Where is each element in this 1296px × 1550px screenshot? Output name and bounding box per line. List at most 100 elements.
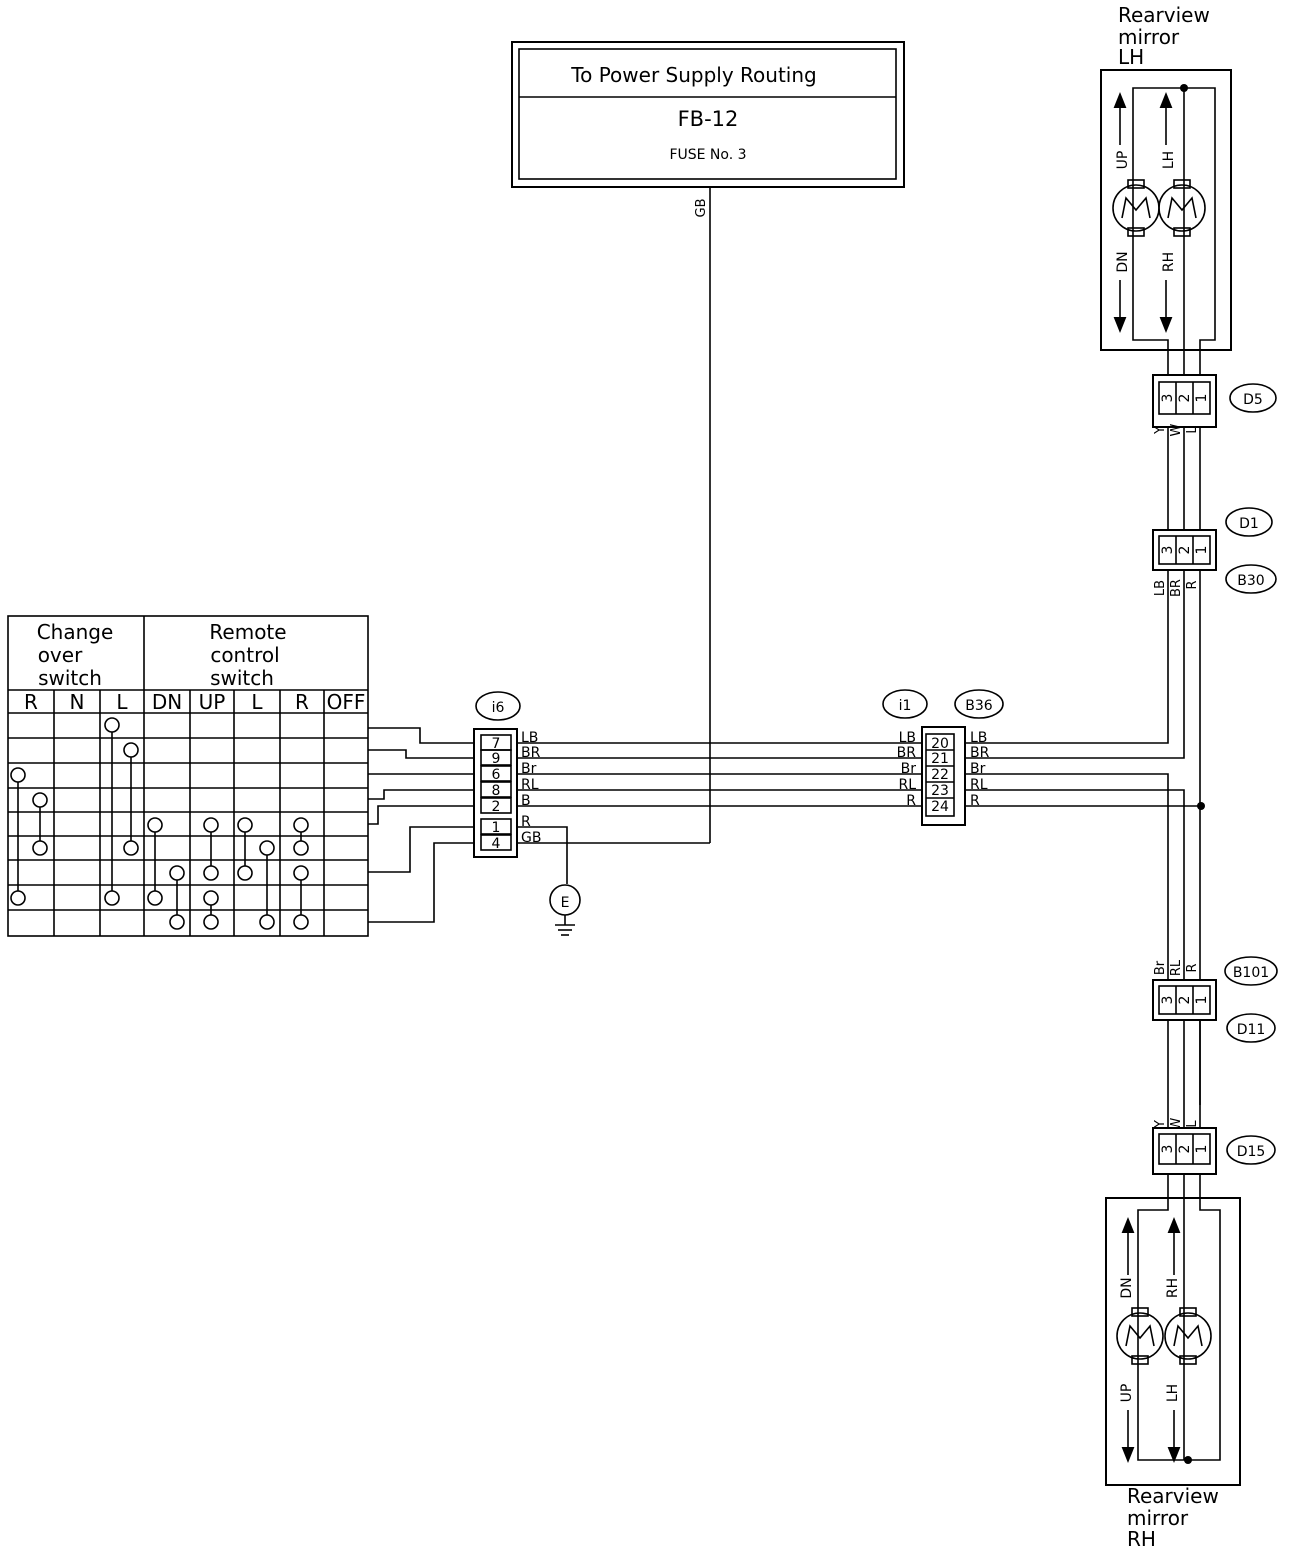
i6-wire-label: LB [521, 730, 538, 746]
svg-text:3: 3 [1160, 996, 1176, 1005]
ground-label: E [561, 895, 570, 911]
d15-label: D15 [1237, 1144, 1266, 1160]
dir-up-label: UP [1115, 151, 1131, 170]
svg-text:L: L [1185, 426, 1200, 434]
connector-d5: 3 2 1 D5 [1152, 374, 1277, 428]
switch-col-off: OFF [327, 690, 366, 714]
i6-label: i6 [492, 700, 505, 716]
svg-text:1: 1 [1194, 1145, 1210, 1154]
connector-d1: 3 2 1 D1 B30 [1152, 507, 1277, 594]
svg-text:R: R [1185, 580, 1200, 589]
mirror-lh-label-3: LH [1118, 45, 1144, 69]
svg-text:Br: Br [1153, 960, 1168, 975]
contact-icon [169, 865, 185, 881]
remote-label-2: control [210, 643, 279, 667]
i6-pin-1: 1 [492, 820, 501, 836]
contact-icon [169, 914, 185, 930]
changeover-label-2: over [38, 643, 83, 667]
i1-pin-22: 22 [931, 767, 949, 783]
svg-text:1: 1 [1194, 394, 1210, 403]
svg-text:Y: Y [1153, 426, 1168, 435]
contact-icon [10, 890, 26, 906]
contact-icon [147, 890, 163, 906]
switch-col-l: L [251, 690, 263, 714]
contact-icon [203, 817, 219, 833]
i1-pin-21: 21 [931, 751, 949, 767]
connector-b101-d11: 3 2 1 B101 D11 [1152, 956, 1278, 1043]
svg-text:3: 3 [1160, 1145, 1176, 1154]
d11-label: D11 [1237, 1022, 1266, 1038]
power-supply-box: To Power Supply Routing FB-12 FUSE No. 3 [511, 41, 905, 188]
power-supply-title: To Power Supply Routing [570, 63, 816, 87]
i1-label: i1 [899, 698, 912, 714]
switch-col-r: R [295, 690, 309, 714]
ground-symbol: E [517, 826, 581, 936]
i1-pin-23: 23 [931, 783, 949, 799]
svg-text:2: 2 [1177, 1145, 1193, 1154]
i1-wire-left-label: Br [901, 761, 917, 777]
dir-up-rh-label: UP [1119, 1384, 1135, 1403]
changeover-label-3: switch [38, 666, 102, 690]
contact-icon [293, 865, 309, 881]
dir-dn-rh-label: DN [1119, 1277, 1135, 1298]
connector-d15: 3 2 1 D15 [1152, 1127, 1276, 1175]
dir-rh-rh-label: RH [1165, 1278, 1181, 1298]
gb-power-wire: GB [517, 187, 711, 844]
main-harness-wires [368, 727, 922, 923]
d1-label: D1 [1239, 516, 1259, 532]
contact-icon [293, 840, 309, 856]
contact-icon [259, 914, 275, 930]
contact-icon [293, 914, 309, 930]
b30-label: B30 [1237, 573, 1264, 589]
i1-wire-left-label: LB [899, 730, 916, 746]
svg-text:2: 2 [1177, 546, 1193, 555]
i1-wire-left-label: RL [898, 777, 916, 793]
i6-pin-4: 4 [492, 836, 501, 852]
fuse-label: FUSE No. 3 [669, 147, 746, 163]
i1-wire-right-label: LB [970, 730, 987, 746]
i1-wire-right-label: RL [970, 777, 988, 793]
switch-table: Change over switch Remote control switch… [7, 615, 369, 937]
contact-icon [10, 767, 26, 783]
svg-text:2: 2 [1177, 996, 1193, 1005]
contact-icon [237, 817, 253, 833]
contact-icon [237, 865, 253, 881]
i6-wire-label: BR [521, 745, 541, 761]
i1-wire-right-label: R [970, 793, 980, 809]
contact-icon [147, 817, 163, 833]
i6-pin-9: 9 [492, 751, 501, 767]
contact-icon [203, 890, 219, 906]
i6-pin-2: 2 [492, 799, 501, 815]
i1-pin-24: 24 [931, 799, 949, 815]
contact-icon [32, 792, 48, 808]
i1-wire-right-label: Br [970, 761, 986, 777]
wires-b101: Br RL R [1153, 959, 1200, 976]
wires-b30: LB BR R [965, 570, 1205, 1105]
svg-text:L: L [1185, 1120, 1200, 1128]
wires-rh-mirror: Y W L [1153, 1020, 1201, 1130]
switch-col-up: UP [199, 690, 226, 714]
b36-label: B36 [965, 698, 993, 714]
contact-icon [123, 742, 139, 758]
contact-icon [203, 914, 219, 930]
dir-lh-label: LH [1161, 151, 1177, 169]
switch-col-l: L [116, 690, 128, 714]
i1-wire-left-label: R [906, 793, 916, 809]
wires-i1-right [965, 773, 1200, 980]
i6-pin-8: 8 [492, 783, 501, 799]
mirror-rh-label-1: Rearview [1127, 1484, 1219, 1508]
svg-text:1: 1 [1194, 996, 1210, 1005]
dir-lh-rh-label: LH [1165, 1384, 1181, 1402]
switch-col-dn: DN [152, 690, 182, 714]
svg-text:Y: Y [1153, 1120, 1168, 1129]
svg-text:3: 3 [1160, 546, 1176, 555]
mirror-rh-label-2: mirror [1127, 1506, 1189, 1530]
b101-label: B101 [1233, 965, 1269, 981]
changeover-label-1: Change [37, 620, 114, 644]
svg-text:R: R [1185, 963, 1200, 972]
mirror-rh-label-3: RH [1127, 1527, 1156, 1550]
motor-rh-lh-icon [1164, 1312, 1212, 1360]
